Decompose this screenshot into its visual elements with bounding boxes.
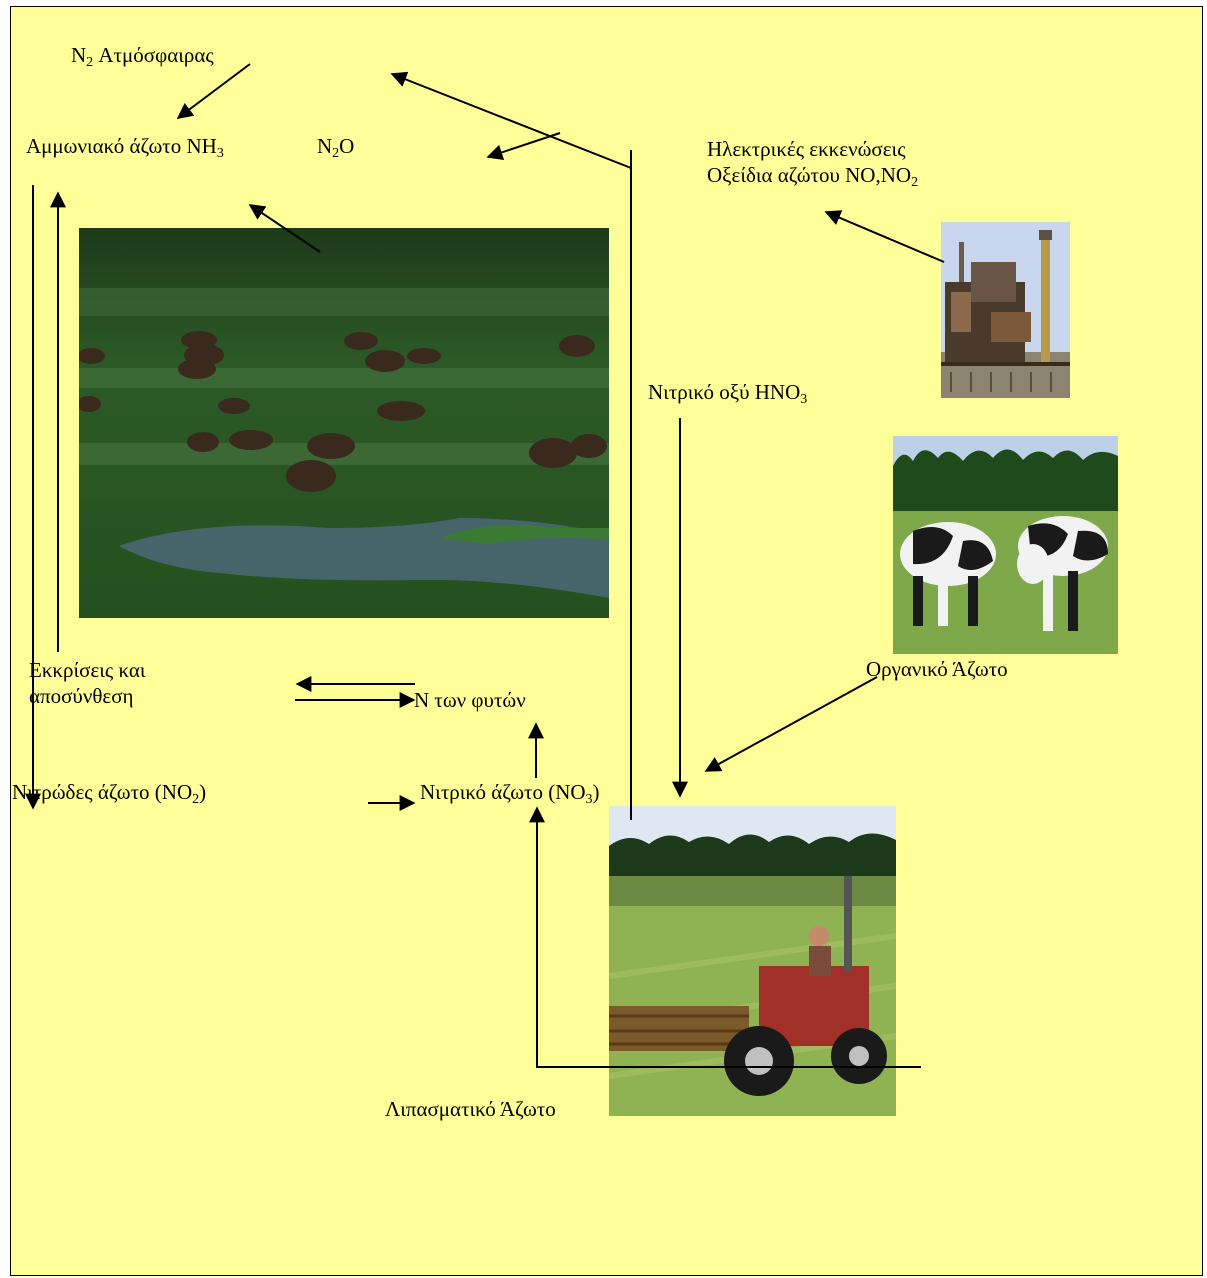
label-n2-atmosphere-rest: Ατμόσφαιρας (93, 43, 214, 67)
label-nitric-acid: Νιτρικό οξύ HNO3 (648, 380, 808, 407)
label-nitrite-sub: 2 (192, 792, 200, 807)
label-electrical-text: Ηλεκτρικές εκκενώσεις (707, 137, 906, 161)
label-ammonia-nitrogen: Αμμωνιακό άζωτο NH3 (26, 134, 224, 161)
label-n2o-pre: N (317, 134, 333, 158)
label-organic-text: Οργανικό Άζωτο (866, 657, 1008, 681)
label-n2o: N2O (317, 134, 355, 161)
bison-prairie-photo (79, 228, 609, 618)
label-n2-atmosphere-sub: 2 (86, 55, 94, 70)
label-excretions-line2: αποσύνθεση (29, 684, 134, 708)
label-excretions-line1: Εκκρίσεις και (29, 658, 146, 682)
label-nitrite-post: ) (199, 780, 207, 804)
label-fertilizer-text: Λιπασματικό Άζωτο (385, 1097, 556, 1121)
label-nitrogen-oxides: Οξείδια αζώτου NO,NO2 (707, 163, 919, 190)
label-n2o-sub: 2 (332, 146, 340, 161)
label-electrical-discharges: Ηλεκτρικές εκκενώσεις (707, 137, 906, 161)
label-nitric-acid-main: Νιτρικό οξύ HNO (648, 380, 801, 404)
label-n2-atmosphere: N2 Ατμόσφαιρας (71, 43, 214, 70)
label-excretions-decomposition: Εκκρίσεις και αποσύνθεση (29, 657, 146, 709)
label-nitric-acid-sub: 3 (800, 392, 808, 407)
factory-photo (941, 222, 1070, 398)
label-fertilizer-nitrogen: Λιπασματικό Άζωτο (385, 1097, 556, 1121)
label-nitrite-nitrogen: Νιτρώδες άζωτο (NO2) (12, 780, 207, 807)
label-oxides-sub: 2 (911, 175, 919, 190)
label-n2o-post: O (339, 134, 355, 158)
tractor-photo (609, 806, 896, 1116)
label-nitrate-nitrogen: Νιτρικό άζωτο (NO3) (420, 780, 600, 807)
label-plant-text: N των φυτών (414, 688, 526, 712)
cows-photo (893, 436, 1118, 654)
label-nitrate-main: Νιτρικό άζωτο (NO (420, 780, 586, 804)
label-organic-nitrogen: Οργανικό Άζωτο (866, 657, 1008, 681)
label-nitrate-post: ) (592, 780, 600, 804)
label-n2-atmosphere-main: N (71, 43, 87, 67)
label-nitrate-sub: 3 (585, 792, 593, 807)
label-nitrite-main: Νιτρώδες άζωτο (NO (12, 780, 193, 804)
label-ammonia-sub: 3 (216, 146, 224, 161)
label-ammonia-main: Αμμωνιακό άζωτο NH (26, 134, 217, 158)
label-plant-nitrogen: N των φυτών (414, 688, 526, 712)
label-oxides-main: Οξείδια αζώτου NO,NO (707, 163, 912, 187)
